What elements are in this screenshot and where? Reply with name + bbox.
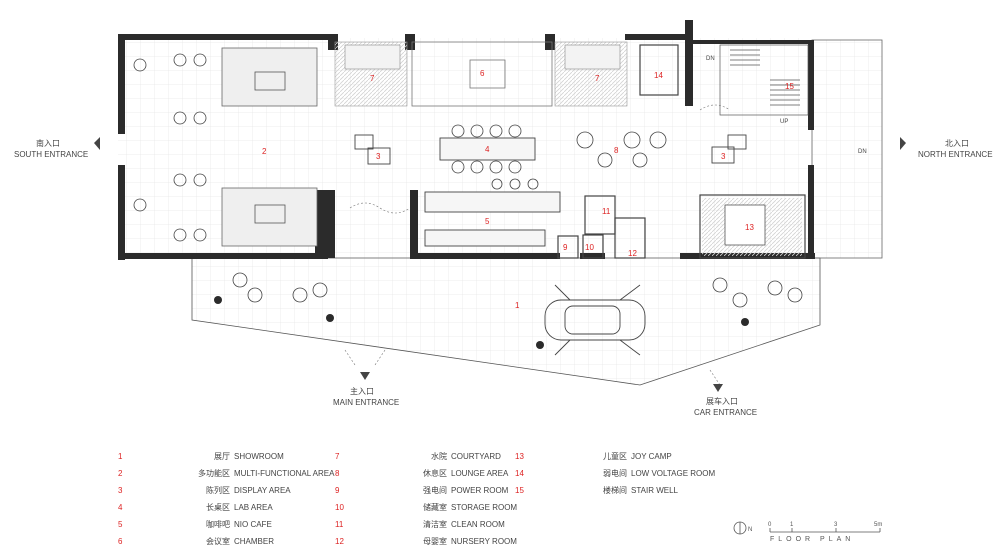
- terrace-down-label: DN: [858, 149, 867, 155]
- north-terrace: [811, 39, 883, 259]
- lab-table: [439, 137, 536, 161]
- room-number-3-west: 3: [376, 152, 381, 161]
- room-number-14: 14: [654, 71, 663, 80]
- north-entrance-arrow: [900, 137, 906, 150]
- main-entrance-arrow: [360, 372, 370, 380]
- cafe-bar: [424, 191, 561, 213]
- chamber-room: [411, 41, 553, 107]
- car-entrance-label-cn: 展车入口: [706, 396, 738, 406]
- room-number-2: 2: [262, 147, 267, 156]
- display-box-west-2: [367, 147, 391, 165]
- joy-camp-table: [724, 204, 766, 246]
- chamber-table: [469, 59, 506, 89]
- room-number-12: 12: [628, 249, 637, 258]
- room-number-1: 1: [515, 301, 520, 310]
- south-entrance-label-cn: 南入口: [36, 138, 60, 148]
- scale-tick-5: 5m: [874, 522, 882, 528]
- water-basin-east: [564, 44, 621, 70]
- south-entrance-label-en: SOUTH ENTRANCE: [14, 150, 88, 159]
- car-entrance-arrow: [713, 384, 723, 392]
- scale-bar: N 0 1 3 5m: [733, 521, 882, 535]
- north-entrance-label-en: NORTH ENTRANCE: [918, 150, 993, 159]
- cafe-counter: [424, 229, 546, 247]
- room-number-5: 5: [485, 217, 490, 226]
- platform-south: [221, 187, 318, 247]
- room-number-4: 4: [485, 145, 490, 154]
- showroom-floor: [191, 257, 821, 386]
- main-entrance-label-en: MAIN ENTRANCE: [333, 398, 399, 407]
- stair-well: [719, 44, 809, 116]
- car-entrance-label-en: CAR ENTRANCE: [694, 408, 757, 417]
- main-entrance-label-cn: 主入口: [350, 386, 374, 396]
- south-entrance-arrow: [94, 137, 100, 150]
- car-icon: [544, 284, 646, 356]
- room-number-6: 6: [480, 69, 485, 78]
- furniture-chairs: [133, 53, 803, 308]
- room-number-7-east: 7: [595, 74, 600, 83]
- north-label: N: [748, 527, 752, 533]
- room-number-13: 13: [745, 223, 754, 232]
- display-box-west: [354, 134, 374, 150]
- room-number-9: 9: [563, 243, 568, 252]
- stair-down-label: DN: [706, 56, 715, 62]
- room-number-15: 15: [785, 82, 794, 91]
- room-number-8: 8: [614, 146, 619, 155]
- sofa-table-south: [254, 204, 286, 224]
- north-entrance-label-cn: 北入口: [945, 139, 969, 148]
- service-rooms: [557, 44, 806, 259]
- doors: [344, 104, 731, 386]
- scale-tick-1: 1: [790, 522, 794, 528]
- floor-plan-caption: FLOOR PLAN: [770, 536, 855, 543]
- stair-up-label: UP: [780, 119, 788, 125]
- scale-tick-0: 0: [768, 522, 772, 528]
- room-number-7-west: 7: [370, 74, 375, 83]
- accent-dots: [214, 296, 749, 349]
- display-box-east: [727, 134, 747, 150]
- room-number-10: 10: [585, 243, 594, 252]
- platform-north: [221, 47, 318, 107]
- room-number-11: 11: [602, 207, 611, 216]
- room-number-3-east: 3: [721, 152, 726, 161]
- floor-plan-drawing: 南入口 SOUTH ENTRANCE 北入口 NORTH ENTRANCE 主入…: [14, 20, 993, 417]
- scale-tick-3: 3: [834, 522, 838, 528]
- water-basin-west: [344, 44, 401, 70]
- display-box-east-2: [711, 146, 735, 164]
- sofa-table-north: [254, 71, 286, 91]
